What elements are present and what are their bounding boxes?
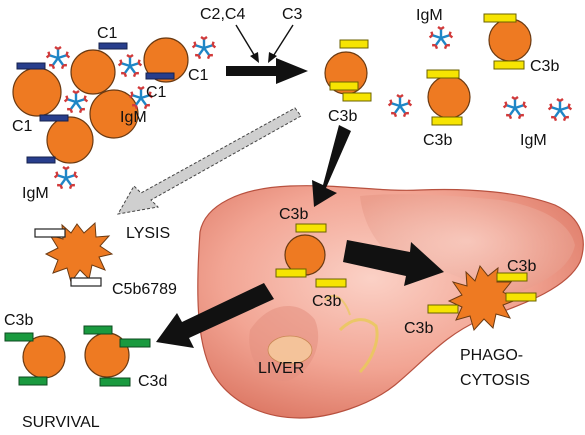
igm-label: IgM — [120, 109, 147, 126]
phagocytosed-cell-icon — [447, 264, 518, 332]
liver-label: LIVER — [258, 360, 304, 377]
phagocytosis-label-line1: PHAGO- — [460, 347, 523, 364]
c1-marker — [98, 42, 128, 50]
mac-complex-marker — [34, 228, 66, 238]
free-igm-and-c3b-cells: IgM C3b C3b IgM — [387, 7, 573, 149]
c3d-marker — [99, 377, 131, 387]
c3b-label: C3b — [312, 293, 341, 310]
c3d-marker — [4, 332, 34, 342]
c3b-marker — [496, 272, 528, 282]
bacterium-cell — [70, 49, 116, 95]
mac-complex-marker — [70, 277, 102, 287]
arrow-head — [268, 52, 277, 63]
c3b-label: C3b — [4, 312, 33, 329]
c3d-label: C3d — [138, 373, 167, 390]
c1-label: C1 — [97, 25, 118, 42]
igm-antibody-icon — [428, 25, 454, 50]
lysis-outcome: LYSIS C5b6789 — [34, 221, 177, 298]
c3b-marker — [339, 39, 369, 49]
igm-antibody-icon — [387, 93, 413, 118]
complement-activation-step: C2,C4 C3 C3b — [200, 6, 372, 125]
bacterium-cell — [89, 89, 139, 139]
c3b-marker — [315, 278, 347, 288]
igm-antibody-icon — [117, 53, 143, 78]
igm-antibody-icon — [502, 95, 528, 120]
igm-c1-opsonized-cluster: C1 C1 C1 C1 IgM IgM — [12, 25, 217, 202]
arrow-to-survival-icon — [156, 283, 274, 348]
c3b-label: C3b — [404, 320, 433, 337]
phagocytosis-outcome: C3b C3b PHAGO- CYTOSIS — [404, 258, 537, 389]
liver-c3b-cell: C3b C3b LIVER — [258, 206, 347, 377]
c3d-marker — [18, 376, 48, 386]
c3b-label: C3b — [423, 132, 452, 149]
c1-label: C1 — [12, 118, 33, 135]
c3b-label: C3b — [328, 108, 357, 125]
bacterium-cell — [143, 37, 189, 83]
c1-marker — [39, 114, 69, 122]
down-arrow-icon — [312, 125, 351, 207]
survival-outcome: C3b C3d SURVIVAL — [4, 312, 167, 431]
c3d-marker — [83, 325, 113, 335]
c1-marker — [145, 72, 175, 80]
arrow-line — [235, 24, 257, 59]
arrow-head — [250, 52, 259, 63]
igm-label: IgM — [22, 185, 49, 202]
igm-antibody-icon — [63, 89, 89, 114]
c3b-marker — [505, 292, 537, 302]
c1-label: C1 — [146, 84, 167, 101]
c2-c4-label: C2,C4 — [200, 6, 245, 23]
right-arrow-icon — [226, 58, 308, 84]
mac-label: C5b6789 — [112, 281, 177, 298]
igm-antibody-icon — [191, 35, 217, 60]
igm-label: IgM — [520, 132, 547, 149]
igm-label: IgM — [416, 7, 443, 24]
c3b-marker — [431, 116, 463, 126]
c3b-marker — [427, 304, 459, 314]
c3d-marker — [119, 338, 151, 348]
phagocytosis-label-line2: CYTOSIS — [460, 372, 530, 389]
c3b-marker — [483, 13, 517, 23]
c1-marker — [16, 62, 46, 70]
c3b-marker — [342, 92, 372, 102]
arrow-to-phagocytosis-icon — [343, 240, 444, 286]
igm-antibody-icon — [45, 45, 71, 70]
survival-label: SURVIVAL — [22, 414, 100, 431]
c3b-marker — [329, 81, 359, 91]
igm-antibody-icon — [53, 165, 79, 190]
bacterium-cell — [427, 75, 471, 119]
c3b-marker — [426, 69, 460, 79]
c1-marker — [26, 156, 56, 164]
lysis-label: LYSIS — [126, 225, 170, 242]
c3b-marker — [295, 223, 327, 233]
c3b-label: C3b — [279, 206, 308, 223]
bacterium-cell — [12, 67, 62, 117]
c3b-marker — [275, 268, 307, 278]
arrow-line — [271, 24, 294, 59]
bacterium-cell — [46, 116, 94, 164]
igm-antibody-icon — [547, 97, 573, 122]
c3b-label: C3b — [507, 258, 536, 275]
bacterium-cell — [22, 335, 66, 379]
c3b-label: C3b — [530, 58, 559, 75]
dashed-arrow-to-lysis-icon — [117, 107, 302, 215]
c1-label: C1 — [188, 67, 209, 84]
c3-label: C3 — [282, 6, 303, 23]
bacterium-cell — [488, 18, 532, 62]
c3b-marker — [493, 60, 525, 70]
